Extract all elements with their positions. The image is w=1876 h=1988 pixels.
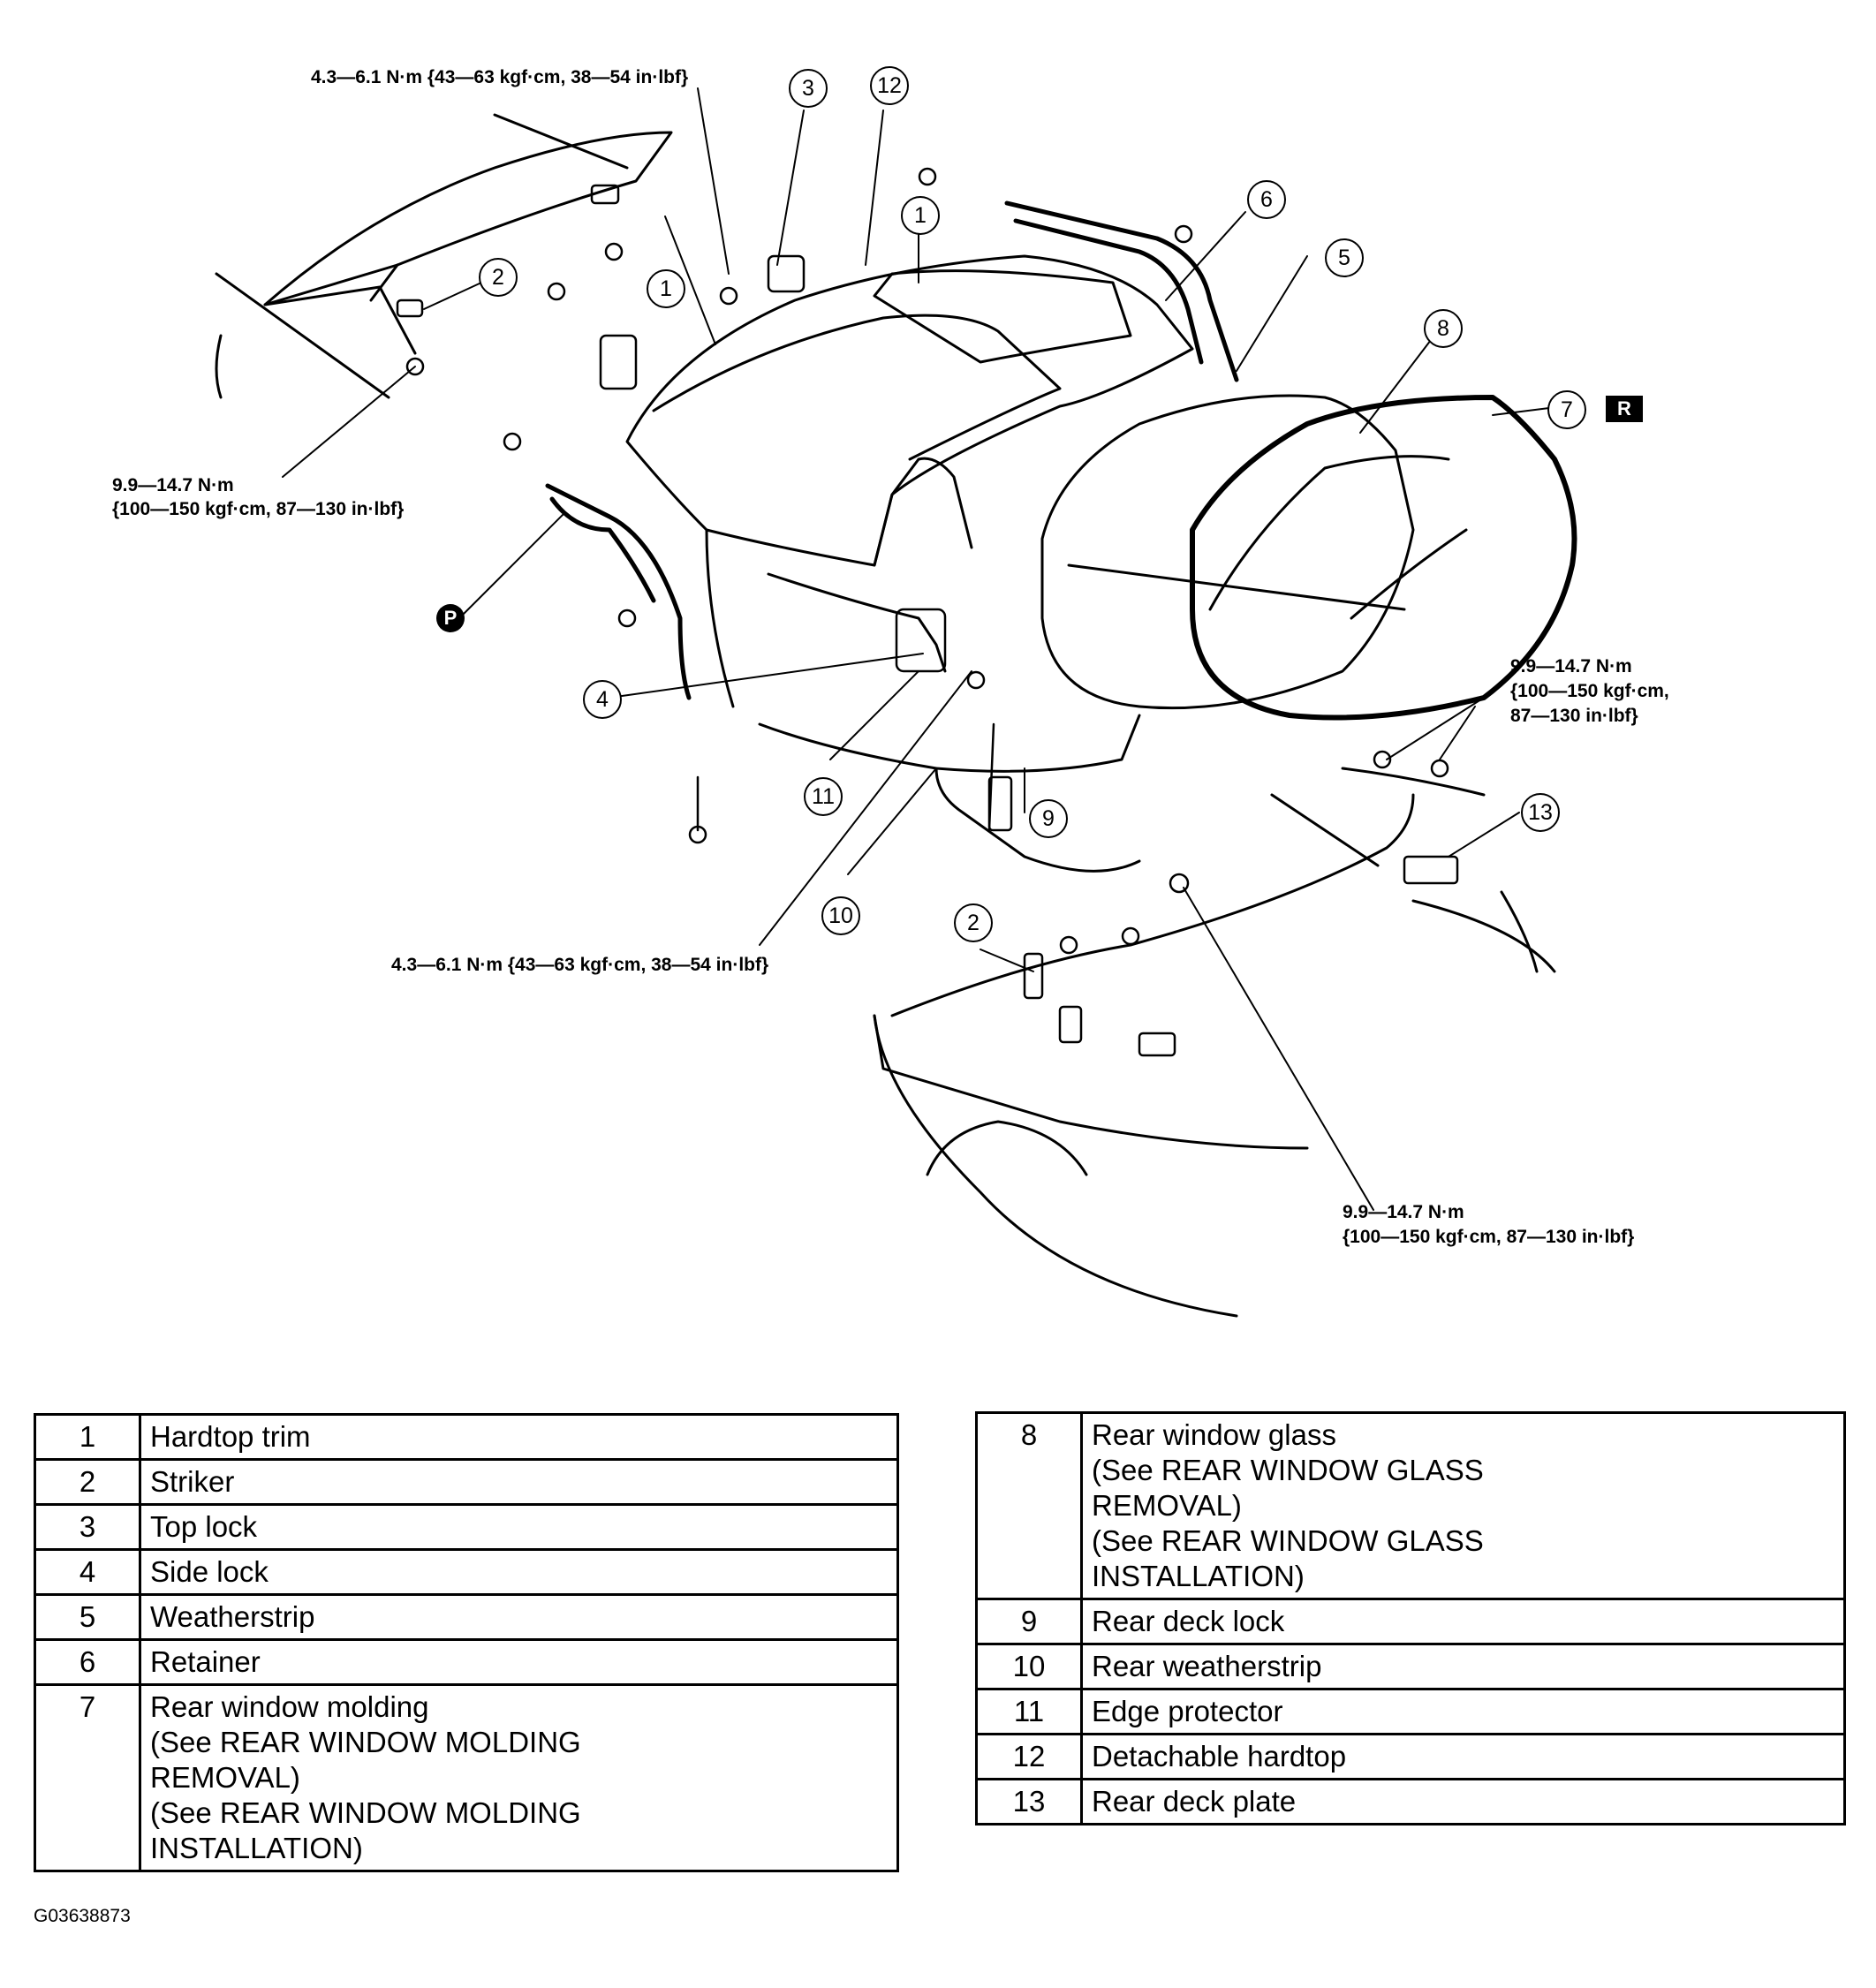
rear-window-assembly: [1040, 394, 1577, 721]
part-description: Striker: [139, 1458, 899, 1506]
callout-13: 13: [1521, 793, 1560, 832]
hardtop-line-art: [215, 87, 1577, 1318]
part-description-line: Rear weatherstrip: [1092, 1650, 1322, 1682]
fasteners: [396, 167, 1459, 1057]
part-description-line: (See REAR WINDOW GLASS: [1092, 1454, 1484, 1486]
symbol-p-badge: P: [436, 604, 465, 632]
callout-9: 9: [1029, 799, 1068, 838]
detachable-hardtop-shell: [625, 254, 1194, 873]
part-number: 6: [34, 1638, 141, 1686]
part-number: 1: [34, 1413, 141, 1461]
legend-row: 10 Rear weatherstrip: [975, 1643, 1846, 1690]
legend-row: 9 Rear deck lock: [975, 1598, 1846, 1645]
part-description-line: INSTALLATION): [150, 1832, 363, 1864]
part-number: 10: [975, 1643, 1083, 1690]
part-description-line: Hardtop trim: [150, 1420, 311, 1453]
part-description-line: Top lock: [150, 1510, 258, 1543]
part-description: Edge protector: [1080, 1688, 1846, 1735]
callout-3: 3: [789, 69, 828, 108]
part-number: 4: [34, 1548, 141, 1596]
legend-row: 11 Edge protector: [975, 1688, 1846, 1735]
part-description-line: (See REAR WINDOW GLASS: [1092, 1524, 1484, 1557]
part-description: Rear deck lock: [1080, 1598, 1846, 1645]
part-number: 5: [34, 1593, 141, 1641]
part-description: Rear weatherstrip: [1080, 1643, 1846, 1690]
leader-lines: [282, 87, 1564, 1211]
part-description: Retainer: [139, 1638, 899, 1686]
callout-10: 10: [821, 896, 860, 935]
callout-4: 4: [583, 680, 622, 719]
part-number: 7: [34, 1683, 141, 1872]
part-description-line: Striker: [150, 1465, 235, 1498]
part-description: Weatherstrip: [139, 1593, 899, 1641]
part-description: Hardtop trim: [139, 1413, 899, 1461]
part-description-line: REMOVAL): [150, 1761, 300, 1794]
part-description-line: Detachable hardtop: [1092, 1740, 1347, 1773]
torque-spec-bottom-right-line1: 9.9—14.7 N·m: [1343, 1202, 1464, 1222]
part-description-line: Weatherstrip: [150, 1600, 315, 1633]
part-number: 13: [975, 1778, 1083, 1825]
legend-row: 5 Weatherstrip: [34, 1593, 899, 1641]
weatherstrips: [545, 200, 1239, 700]
callout-11: 11: [804, 777, 843, 816]
torque-spec-bottom-right-line2: {100—150 kgf·cm, 87—130 in·lbf}: [1343, 1227, 1635, 1247]
part-number: 9: [975, 1598, 1083, 1645]
part-description-line: INSTALLATION): [1092, 1560, 1305, 1592]
part-description-line: Rear deck lock: [1092, 1605, 1285, 1637]
part-description: Top lock: [139, 1503, 899, 1551]
part-number: 12: [975, 1733, 1083, 1780]
figure-code: G03638873: [34, 1906, 131, 1926]
exploded-view-diagram: 4.3—6.1 N·m {43—63 kgf·cm, 38—54 in·lbf}…: [112, 66, 1669, 1318]
callout-1-left: 1: [647, 269, 685, 308]
part-number: 3: [34, 1503, 141, 1551]
part-description: Side lock: [139, 1548, 899, 1596]
part-description-line: Rear window glass: [1092, 1418, 1336, 1451]
part-number: 2: [34, 1458, 141, 1506]
part-description-line: (See REAR WINDOW MOLDING: [150, 1796, 581, 1829]
part-description: Rear deck plate: [1080, 1778, 1846, 1825]
torque-spec-right-line2: {100—150 kgf·cm,: [1510, 681, 1669, 701]
legend-row: 3 Top lock: [34, 1503, 899, 1551]
parts-legend-left: 1 Hardtop trim 2 Striker 3 Top lock 4 Side lock…: [34, 1413, 899, 1872]
torque-spec-bottom-center: 4.3—6.1 N·m {43—63 kgf·cm, 38—54 in·lbf}: [391, 955, 769, 975]
callout-2-bottom: 2: [954, 903, 993, 942]
part-description-line: Rear window molding: [150, 1690, 429, 1723]
part-number: 11: [975, 1688, 1083, 1735]
legend-row: 13 Rear deck plate: [975, 1778, 1846, 1825]
torque-spec-left-line1: 9.9—14.7 N·m: [112, 475, 234, 495]
windshield-frame: [215, 113, 673, 399]
legend-row: 1 Hardtop trim: [34, 1413, 899, 1461]
symbol-r-badge: R: [1606, 396, 1643, 422]
torque-spec-right-line3: 87—130 in·lbf}: [1510, 706, 1638, 726]
callout-8: 8: [1424, 309, 1463, 348]
rear-body: [873, 767, 1556, 1318]
part-number: 8: [975, 1411, 1083, 1600]
legend-row: 2 Striker: [34, 1458, 899, 1506]
torque-spec-left-line2: {100—150 kgf·cm, 87—130 in·lbf}: [112, 499, 405, 519]
callout-6: 6: [1247, 180, 1286, 219]
callout-12: 12: [870, 66, 909, 105]
callout-2-top: 2: [479, 258, 518, 297]
callout-1-top: 1: [901, 196, 940, 235]
part-description-line: Edge protector: [1092, 1695, 1283, 1727]
legend-row: 12 Detachable hardtop: [975, 1733, 1846, 1780]
part-description-line: Retainer: [150, 1645, 261, 1678]
legend-row: 4 Side lock: [34, 1548, 899, 1596]
part-description-line: Rear deck plate: [1092, 1785, 1297, 1818]
part-description: Detachable hardtop: [1080, 1733, 1846, 1780]
legend-row: 6 Retainer: [34, 1638, 899, 1686]
callout-5: 5: [1325, 238, 1364, 277]
part-description-line: (See REAR WINDOW MOLDING: [150, 1726, 581, 1758]
callout-7: 7: [1547, 390, 1586, 429]
part-description-line: REMOVAL): [1092, 1489, 1242, 1522]
part-description: Rear window molding(See REAR WINDOW MOLD…: [139, 1683, 899, 1872]
torque-spec-top-left: 4.3—6.1 N·m {43—63 kgf·cm, 38—54 in·lbf}: [311, 67, 689, 87]
part-description-line: Side lock: [150, 1555, 269, 1588]
torque-spec-right-line1: 9.9—14.7 N·m: [1510, 656, 1632, 677]
